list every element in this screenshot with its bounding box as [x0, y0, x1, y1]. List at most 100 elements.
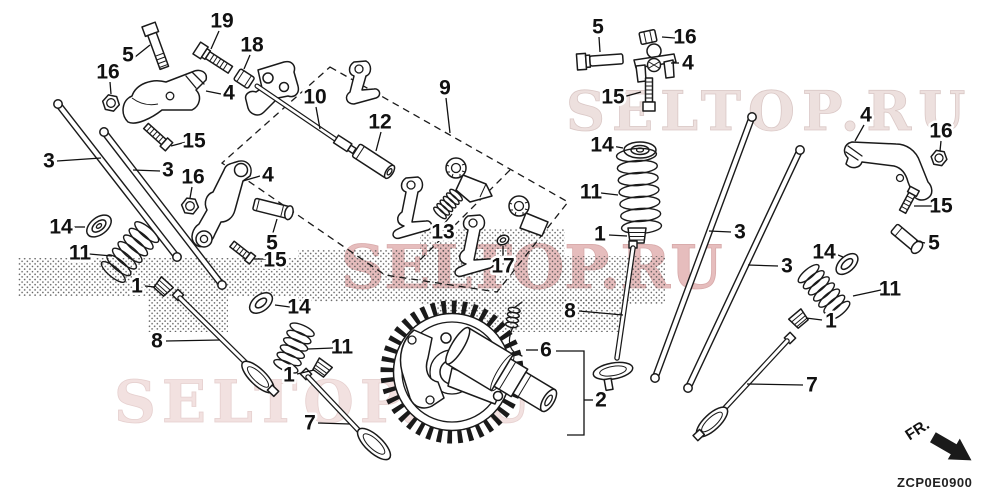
valve-spring-11-left-lower	[273, 322, 315, 374]
pivot-block-right	[508, 195, 549, 237]
rocker-shaft-10	[254, 83, 357, 155]
part-label-16-42: 16	[929, 120, 952, 143]
part-label-15-40: 15	[601, 86, 625, 109]
part-label-16-38: 16	[673, 26, 696, 49]
fr-direction-marker: FR.	[902, 416, 972, 461]
part-label-14-15: 14	[287, 296, 311, 319]
camshaft-bracket-2	[556, 350, 585, 436]
part-label-14-12: 14	[49, 216, 73, 239]
valve-keeper-1-center	[627, 227, 647, 244]
rocker-arm-4-top-left	[122, 69, 208, 124]
spring-retainer-14-left	[86, 214, 112, 238]
pivot-pin-5-right	[890, 223, 924, 255]
part-label-1-35: 1	[825, 310, 837, 333]
leader-line-16-3	[109, 81, 112, 95]
leader-line-15-40	[622, 91, 642, 98]
leader-line-19-0	[210, 30, 220, 50]
watermark-1: SELTOP.RU	[566, 79, 972, 143]
pushrod-right-a	[650, 112, 757, 383]
exhaust-valve-7-right	[692, 331, 797, 442]
part-label-10-20: 10	[303, 86, 326, 109]
camshaft-body-2	[444, 326, 558, 413]
valve-keeper-1-right	[787, 308, 809, 329]
adjusting-screw-15-right	[898, 185, 920, 215]
part-label-6-29: 6	[540, 339, 552, 362]
pushrod-left-a	[53, 99, 182, 262]
part-label-9-22: 9	[439, 77, 451, 100]
leader-line-1-27	[608, 234, 628, 237]
nut-16-right	[930, 149, 948, 167]
collar-18	[233, 68, 255, 89]
part-label-15-43: 15	[929, 195, 953, 218]
part-label-11-13: 11	[69, 242, 92, 265]
leader-line-14-25	[611, 145, 624, 149]
leader-line-1-35	[805, 317, 823, 321]
part-label-14-33: 14	[812, 241, 836, 264]
fr-arrow-icon	[930, 432, 972, 461]
leader-line-14-15	[274, 304, 291, 308]
leader-line-11-34	[852, 289, 882, 297]
leader-line-5-37	[598, 36, 601, 53]
leader-line-4-41	[854, 124, 865, 142]
fr-label: FR.	[902, 416, 932, 444]
leader-line-8-28	[578, 310, 624, 316]
leader-line-7-36	[746, 383, 804, 386]
leader-line-15-5	[170, 141, 187, 147]
part-label-1-27: 1	[594, 223, 606, 246]
leader-line-1-14	[144, 285, 156, 288]
shaft-collar-12	[351, 143, 396, 180]
valve-spring-11-right	[797, 263, 851, 321]
part-label-5-2: 5	[122, 44, 134, 67]
valve-keeper-1-left-lower	[312, 357, 334, 378]
valve-keeper-1-left	[153, 276, 175, 297]
leader-line-11-26	[600, 192, 619, 196]
part-label-1-14: 1	[131, 275, 143, 298]
bolt-19	[192, 41, 234, 74]
part-label-19-0: 19	[210, 10, 233, 33]
rocker-link-center	[454, 214, 495, 278]
intake-valve-8-left	[171, 288, 280, 398]
leader-line-14-33	[832, 252, 844, 258]
part-label-4-9: 4	[262, 164, 274, 187]
rocker-link-upper	[345, 60, 381, 105]
part-label-4-41: 4	[860, 104, 872, 127]
adjusting-screw-15-top-left	[142, 122, 174, 152]
pivot-block-upper	[445, 157, 493, 203]
nut-16-left	[180, 197, 200, 215]
part-label-4-39: 4	[682, 52, 694, 75]
part-label-11-18: 11	[331, 336, 354, 359]
part-label-8-16: 8	[151, 330, 163, 353]
rocker-arm-4-top-center	[633, 43, 677, 83]
part-label-14-25: 14	[590, 134, 614, 157]
leader-line-16-38	[661, 36, 676, 39]
diagram-code: ZCP0E0900	[897, 475, 972, 490]
adjusting-screw-15-left	[229, 240, 257, 265]
assembly-group-outline	[220, 66, 569, 293]
part-label-8-28: 8	[564, 300, 576, 323]
part-label-3-6: 3	[43, 150, 55, 173]
leader-line-9-22	[445, 97, 451, 134]
part-label-4-4: 4	[223, 82, 235, 105]
leader-line-1-17	[296, 369, 315, 375]
leader-line-5-10	[271, 218, 278, 237]
rocker-link-left	[392, 176, 433, 240]
leader-line-7-19	[317, 422, 351, 425]
part-label-5-10: 5	[266, 232, 278, 255]
part-label-18-1: 18	[240, 34, 264, 57]
pushrod-left-b	[99, 127, 227, 290]
part-label-7-19: 7	[304, 412, 316, 435]
part-label-17-24: 17	[491, 255, 514, 278]
nut-16-top-center	[638, 28, 658, 46]
leader-line-3-31	[708, 230, 732, 233]
part-label-16-8: 16	[181, 166, 204, 189]
leader-line-16-8	[189, 186, 193, 199]
rocker-arm-4-left	[191, 160, 252, 248]
leader-line-11-18	[307, 347, 334, 350]
leader-line-13-23	[443, 213, 453, 225]
pivot-pin-5-left	[252, 197, 294, 221]
washer-17	[496, 234, 510, 246]
return-spring-6	[504, 301, 523, 357]
part-label-5-44: 5	[928, 232, 940, 255]
